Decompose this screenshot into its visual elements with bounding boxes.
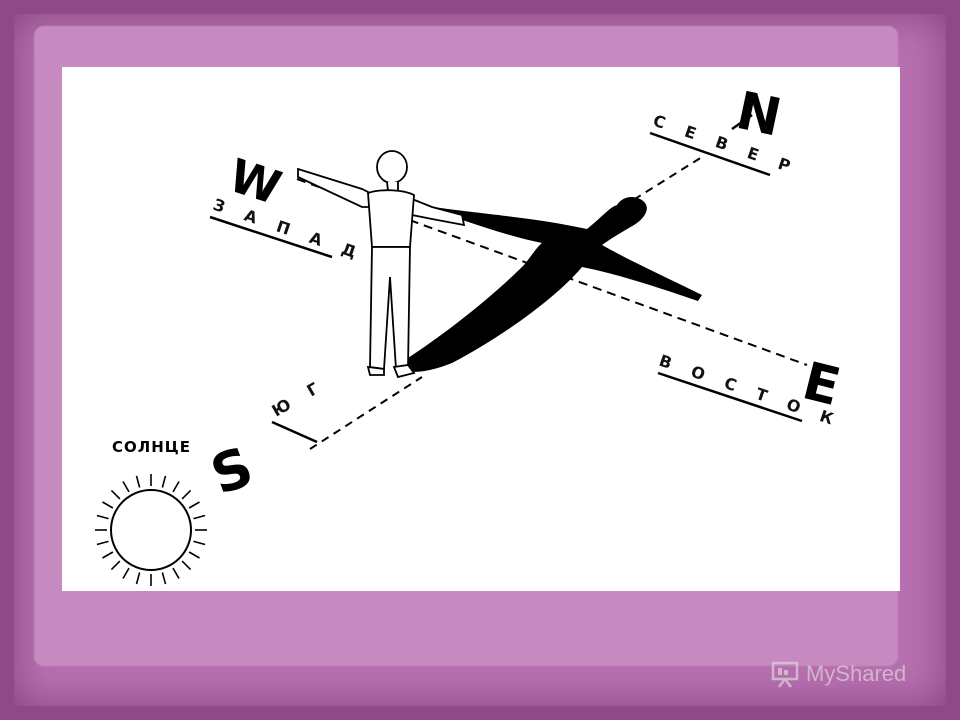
sun-ray <box>96 540 109 546</box>
south-word: Ю Г <box>269 375 329 421</box>
sun-ray <box>102 551 114 559</box>
north-word-underline <box>649 131 771 177</box>
sun-ray <box>161 475 167 488</box>
sun-ray <box>188 501 200 509</box>
sun-ray <box>110 489 121 500</box>
sun-ray <box>122 481 130 493</box>
sun-ray <box>188 551 200 559</box>
sun-ray <box>181 489 192 500</box>
person-figure <box>297 150 466 379</box>
sun-ray <box>135 475 141 488</box>
north-tick <box>731 113 753 131</box>
sun-ray <box>172 567 180 579</box>
sun-ray <box>193 540 206 546</box>
watermark-text: MyShared <box>806 661 907 686</box>
south-word-underline <box>271 420 318 444</box>
sun-ray <box>193 514 206 520</box>
sun-ray <box>122 567 130 579</box>
north-south-axis <box>309 376 423 450</box>
sun-ray <box>110 560 121 571</box>
sun-disc <box>110 489 192 571</box>
watermark: MyShared <box>770 656 906 692</box>
diagram-card: З А П А Д С Е В Е Р В О С Т О К Ю Г W N … <box>62 67 900 591</box>
sun-label: СОЛНЦЕ <box>112 438 191 456</box>
east-word-underline <box>657 371 803 423</box>
presentation-icon <box>771 661 799 688</box>
compass-diagram: З А П А Д С Е В Е Р В О С Т О К Ю Г W N … <box>95 81 846 586</box>
sun-icon <box>95 474 207 586</box>
west-word: З А П А Д <box>211 195 367 264</box>
sun-ray <box>96 514 109 520</box>
person-shadow <box>394 197 702 372</box>
south-letter: S <box>203 435 261 508</box>
sun-ray <box>102 501 114 509</box>
west-word-underline <box>209 215 333 259</box>
sun-ray <box>135 572 141 585</box>
east-letter: E <box>797 351 846 418</box>
north-letter: N <box>731 81 786 149</box>
sun-ray <box>161 572 167 585</box>
sun-ray <box>181 560 192 571</box>
sun-ray <box>172 481 180 493</box>
